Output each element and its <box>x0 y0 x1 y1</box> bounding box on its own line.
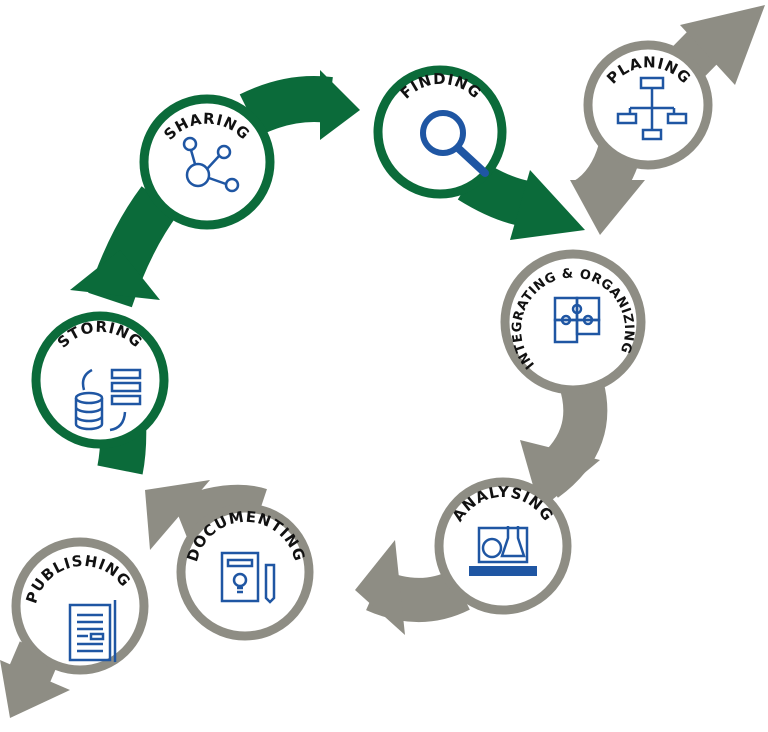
document-icon <box>68 600 117 662</box>
arrowhead <box>320 70 360 140</box>
arrowhead <box>570 180 645 235</box>
stage-finding: FINDING <box>373 65 507 199</box>
arrowhead <box>0 660 70 718</box>
stage-sharing: SHARING <box>139 94 275 230</box>
arrowhead <box>355 540 405 635</box>
arrowhead <box>145 480 210 550</box>
org-chart-icon <box>616 76 688 141</box>
stage-storing: STORING <box>31 311 169 449</box>
stage-documenting: DOCUMENTING <box>176 503 314 641</box>
green-arrowheads <box>70 70 585 300</box>
arrowhead <box>510 170 585 240</box>
grey-arrowheads <box>0 5 765 718</box>
stage-integrating: INTEGRATING & ORGANIZING <box>500 249 646 395</box>
notepad-pencil-icon <box>220 551 276 604</box>
stage-analysing: ANALYSING <box>434 477 572 615</box>
magnifier-icon <box>420 110 489 177</box>
puzzle-icon <box>553 296 601 344</box>
arrow-sharing-to-finding <box>239 76 333 136</box>
arrowhead <box>680 5 765 85</box>
arrowhead <box>70 250 160 300</box>
stage-planing: PLANING <box>583 40 713 170</box>
share-icon <box>182 136 240 193</box>
database-icon <box>74 368 142 432</box>
lab-laptop-icon <box>469 526 537 576</box>
stage-publishing: PUBLISHING <box>11 537 149 675</box>
